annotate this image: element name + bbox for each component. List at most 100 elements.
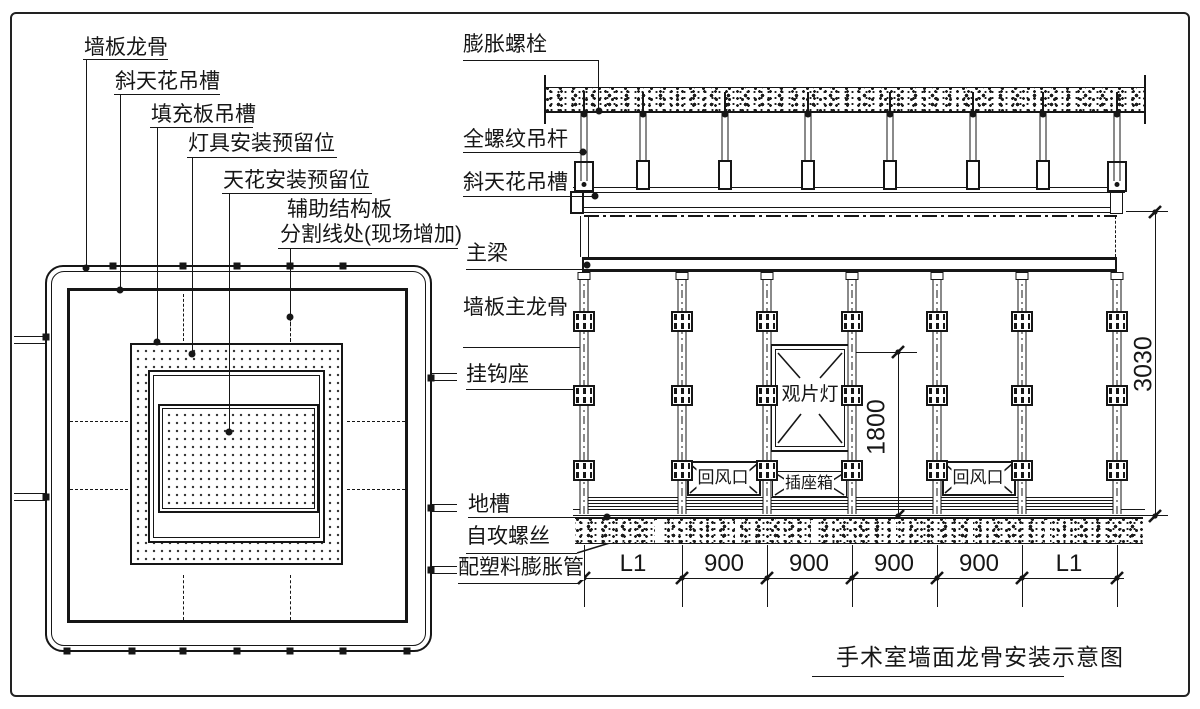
frame-joint-tick: [179, 647, 187, 655]
threaded-hanger-rod: [639, 113, 647, 162]
dim-segment: L1: [619, 550, 647, 577]
leader-dot: [286, 313, 294, 321]
hook-seat: [1106, 385, 1128, 406]
rod-hanger-block: [966, 160, 980, 190]
hook-seat: [1011, 311, 1033, 332]
dim-extension-line: [767, 545, 768, 607]
hook-seat: [1106, 460, 1128, 481]
keel-top-cap: [760, 272, 774, 280]
leader-line: [598, 60, 599, 110]
leader-dot: [188, 350, 196, 358]
dim-line-bottom: [578, 578, 1124, 579]
bolt-head-dot: [886, 110, 894, 118]
keel-top-cap: [1015, 272, 1029, 280]
elev-label: 地槽: [468, 493, 510, 516]
page-border: [10, 12, 1190, 697]
keel-top-cap: [1110, 272, 1124, 280]
dim-extension-line: [851, 352, 917, 353]
dim-segment: 900: [788, 550, 830, 577]
leader-line: [290, 248, 291, 314]
expansion-bolt: [642, 92, 644, 112]
panel-joint: [183, 575, 184, 620]
frame-joint-tick: [403, 647, 411, 655]
label-underline: [114, 94, 220, 95]
elev-label: 挂钩座: [466, 363, 529, 386]
channel-end-cap: [570, 191, 584, 214]
dim-line-3030: [1155, 212, 1156, 516]
ceiling-channel: [573, 187, 1125, 193]
bolt-head-dot: [969, 110, 977, 118]
channel-hanger-bracket: [574, 161, 594, 192]
plan-label: 灯具安装预留位: [188, 132, 335, 155]
leader-dot: [591, 192, 599, 200]
hook-seat: [926, 385, 948, 406]
wall-edge-upper: [580, 216, 589, 257]
frame-joint-tick: [42, 333, 50, 341]
dim-extension-line: [682, 545, 683, 607]
floor-joint-gap: [655, 520, 660, 543]
frame-joint-tick: [179, 262, 187, 270]
leader-line: [229, 193, 230, 431]
plan-ceiling-rect-inner-line: [153, 375, 320, 538]
dim-line-1800: [898, 352, 899, 516]
label-underline: [463, 152, 584, 153]
hook-seat: [756, 311, 778, 332]
label-underline: [278, 248, 458, 249]
label-underline: [463, 196, 596, 197]
label-underline: [466, 553, 577, 554]
elev-label: 墙板主龙骨: [463, 296, 568, 319]
dim-extension-line: [1117, 545, 1118, 607]
keel-top-cap: [675, 272, 689, 280]
elev-label: 膨胀螺栓: [463, 33, 547, 56]
leader-line: [86, 59, 87, 267]
frame-joint-tick: [286, 647, 294, 655]
keel-stub: [14, 493, 46, 501]
wall-edge-upper-dash: [1115, 216, 1116, 257]
leader-dot: [153, 338, 161, 346]
dim-extension-line: [1130, 515, 1168, 516]
panel-joint: [290, 575, 291, 620]
label-underline: [466, 269, 586, 270]
frame-joint-tick: [233, 647, 241, 655]
label-underline: [222, 193, 372, 194]
leader-dot: [595, 107, 603, 115]
elev-label: 全螺纹吊杆: [463, 128, 568, 151]
dim-extension-line: [1126, 211, 1168, 212]
rod-hanger-block: [801, 160, 815, 190]
frame-joint-tick: [63, 647, 71, 655]
plan-label: 墙板龙骨: [84, 36, 168, 59]
keel-stub: [430, 504, 457, 512]
plan-label: 分割线处(现场增加): [280, 223, 462, 246]
rod-hanger-block: [636, 160, 650, 190]
leader-dot: [225, 428, 233, 436]
bolt-head-dot: [721, 110, 729, 118]
bolt-head-dot: [580, 110, 588, 118]
panel-joint: [347, 421, 405, 422]
return-air-label: 回风口: [951, 466, 1005, 490]
dim-segment: 900: [873, 550, 915, 577]
dim-segment: L1: [1055, 550, 1083, 577]
slab-end-line: [544, 75, 546, 124]
plan-outer-frame-inner-line: [51, 271, 426, 646]
keel-top-cap: [577, 272, 591, 280]
frame-joint-tick: [42, 493, 50, 501]
frame-joint-tick: [339, 647, 347, 655]
film-viewer-label: 观片灯: [779, 383, 841, 407]
floor-joint-gap: [735, 520, 740, 543]
leader-line: [120, 94, 121, 289]
floor-joint-gap: [811, 520, 816, 543]
dim-segment: 900: [958, 550, 1000, 577]
floor-joint-gap: [1045, 520, 1050, 543]
panel-joint: [70, 421, 128, 422]
frame-joint-tick: [427, 566, 435, 574]
threaded-hanger-rod: [1039, 113, 1047, 162]
title-underline: [812, 676, 1064, 677]
keel-stub: [430, 566, 457, 574]
dim-extension-line: [1022, 545, 1023, 607]
keel-stub: [14, 336, 46, 344]
hook-seat: [1011, 385, 1033, 406]
ceiling-sub-member: [573, 207, 1123, 213]
label-underline: [468, 517, 607, 518]
dim-extension-line: [937, 545, 938, 607]
leader-line: [192, 157, 193, 353]
